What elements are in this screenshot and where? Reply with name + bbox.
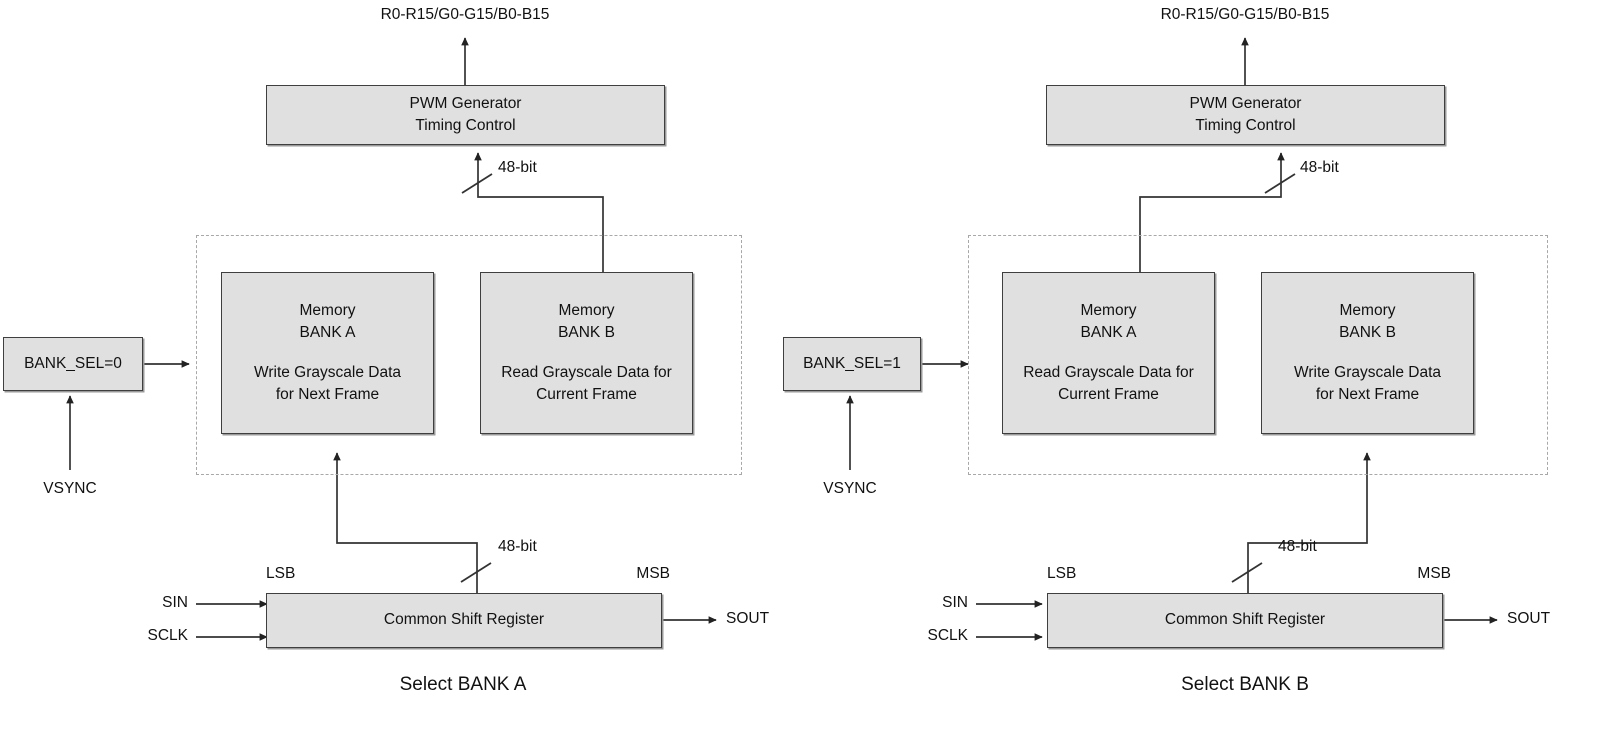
memory-action-line2: Current Frame	[1058, 385, 1159, 403]
memory-action-line2: Current Frame	[536, 385, 637, 403]
panel-caption-b: Select BANK B	[1181, 674, 1309, 695]
shift-register-label: Common Shift Register	[383, 611, 545, 629]
memory-action-line1: Read Grayscale Data for	[501, 363, 672, 381]
msb-label-a: MSB	[636, 565, 670, 582]
memory-group-b	[968, 235, 1548, 475]
memory-action-line1: Read Grayscale Data for	[1023, 363, 1194, 381]
output-label-a: R0-R15/G0-G15/B0-B15	[380, 6, 550, 23]
memory-action-line1: Write Grayscale Data	[1293, 363, 1441, 381]
memory-title: Memory	[1080, 301, 1137, 319]
memory-title: Memory	[1339, 301, 1396, 319]
pwm-generator-b[interactable]: PWM Generator Timing Control	[1046, 85, 1445, 145]
memory-bank-a-b[interactable]: Memory BANK A Read Grayscale Data for Cu…	[1002, 272, 1215, 434]
shift-register-label: Common Shift Register	[1164, 611, 1326, 629]
vsync-label-a: VSYNC	[43, 480, 97, 497]
wire-shift-to-bankb-b	[1247, 452, 1371, 605]
memory-bank-b-a[interactable]: Memory BANK B Read Grayscale Data for Cu…	[480, 272, 693, 434]
bus-label-top-b: 48-bit	[1300, 159, 1339, 176]
memory-bank-name: BANK A	[1080, 324, 1137, 342]
pwm-line2-b: Timing Control	[1195, 117, 1296, 134]
memory-title: Memory	[558, 301, 615, 319]
bus-label-top-a: 48-bit	[498, 159, 537, 176]
pwm-line1-b: PWM Generator	[1189, 94, 1302, 112]
memory-bank-name: BANK B	[1339, 324, 1396, 342]
memory-bank-b-b[interactable]: Memory BANK B Write Grayscale Data for N…	[1261, 272, 1474, 434]
wire-shift-to-banka-a	[333, 452, 478, 605]
msb-label-b: MSB	[1417, 565, 1451, 582]
bank-sel-b[interactable]: BANK_SEL=1	[783, 337, 921, 391]
bank-sel-label: BANK_SEL=1	[803, 354, 901, 372]
bank-sel-label: BANK_SEL=0	[24, 354, 122, 372]
output-label-b: R0-R15/G0-G15/B0-B15	[1160, 6, 1330, 23]
pwm-line1-a: PWM Generator	[409, 94, 522, 112]
sout-label-a: SOUT	[726, 610, 770, 627]
sclk-label-b: SCLK	[927, 627, 969, 644]
memory-action-line2: for Next Frame	[1315, 385, 1420, 403]
lsb-label-b: LSB	[1047, 565, 1077, 582]
sclk-label-a: SCLK	[147, 627, 189, 644]
bus-label-bottom-b: 48-bit	[1278, 538, 1317, 555]
bus-slash-top-b	[1264, 173, 1296, 194]
bus-label-bottom-a: 48-bit	[498, 538, 537, 555]
sin-label-b: SIN	[942, 594, 968, 611]
memory-bank-a-a[interactable]: Memory BANK A Write Grayscale Data for N…	[221, 272, 434, 434]
memory-title: Memory	[299, 301, 356, 319]
bank-sel-a[interactable]: BANK_SEL=0	[3, 337, 143, 391]
pwm-generator-a[interactable]: PWM Generator Timing Control	[266, 85, 665, 145]
sin-label-a: SIN	[162, 594, 188, 611]
bus-slash-bottom-a	[460, 562, 492, 583]
bus-slash-bottom-b	[1231, 562, 1263, 583]
vsync-label-b: VSYNC	[823, 480, 877, 497]
memory-group-a	[196, 235, 742, 475]
sout-label-b: SOUT	[1507, 610, 1551, 627]
common-shift-register-b[interactable]: Common Shift Register	[1047, 593, 1443, 648]
memory-action-line2: for Next Frame	[275, 385, 380, 403]
memory-bank-name: BANK A	[299, 324, 356, 342]
pwm-line2-a: Timing Control	[415, 117, 516, 134]
memory-action-line1: Write Grayscale Data	[253, 363, 401, 381]
bus-slash-top-a	[461, 173, 493, 194]
panel-caption-a: Select BANK A	[399, 674, 527, 695]
common-shift-register-a[interactable]: Common Shift Register	[266, 593, 662, 648]
memory-bank-name: BANK B	[558, 324, 615, 342]
lsb-label-a: LSB	[266, 565, 296, 582]
